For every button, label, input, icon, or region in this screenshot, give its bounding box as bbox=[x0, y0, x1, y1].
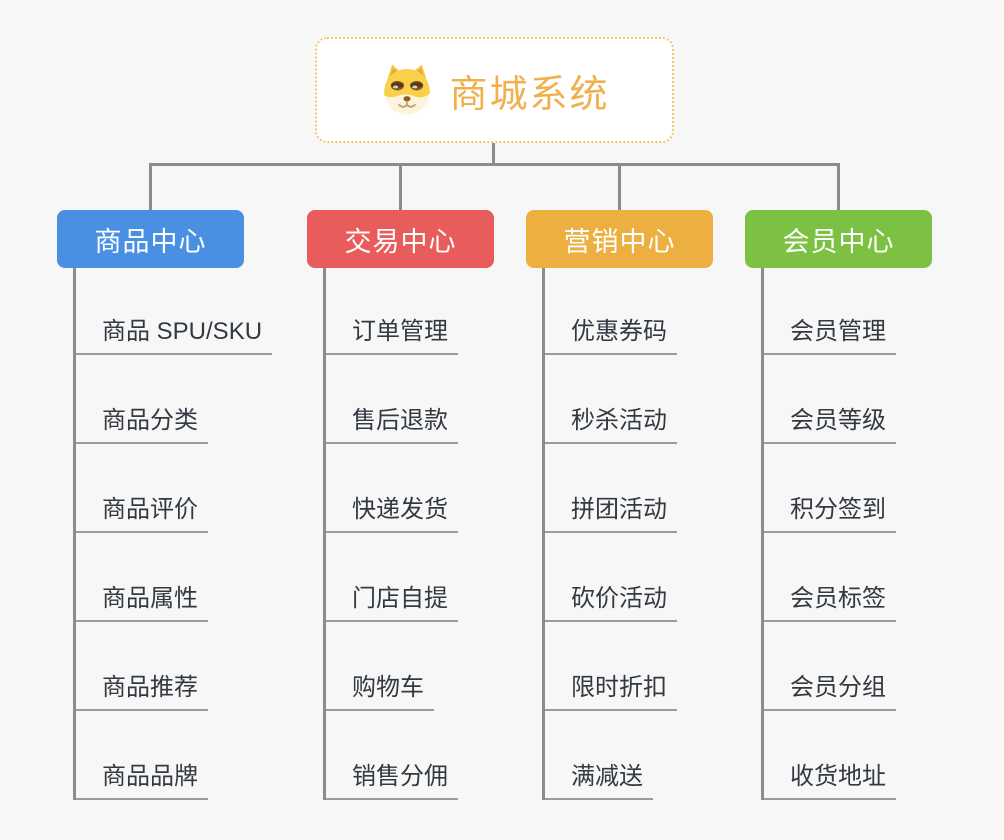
leaf-label[interactable]: 售后退款 bbox=[326, 407, 458, 444]
leaf-topic: 商品推荐 bbox=[76, 622, 272, 711]
leaf-topic: 满减送 bbox=[545, 711, 677, 800]
leaf-label[interactable]: 商品 SPU/SKU bbox=[76, 318, 273, 355]
branch-node-member-center[interactable]: 会员中心 bbox=[745, 210, 932, 268]
leaf-topic: 会员分组 bbox=[764, 622, 896, 711]
branch-node-marketing-center[interactable]: 营销中心 bbox=[526, 210, 713, 268]
connector-drop-trade bbox=[399, 166, 402, 210]
leaf-topic: 积分签到 bbox=[764, 444, 896, 533]
leaf-topic: 商品评价 bbox=[76, 444, 272, 533]
leaf-topic: 快递发货 bbox=[326, 444, 458, 533]
leaf-topic: 会员标签 bbox=[764, 533, 896, 622]
leaf-topic: 收货地址 bbox=[764, 711, 896, 800]
leaf-topic: 限时折扣 bbox=[545, 622, 677, 711]
leaf-label[interactable]: 收货地址 bbox=[764, 763, 896, 800]
connector-drop-marketing bbox=[618, 166, 621, 210]
connector-root-stub bbox=[492, 143, 495, 165]
branch-children-product: 商品 SPU/SKU 商品分类 商品评价 商品属性 商品推荐 商品品牌 bbox=[73, 268, 273, 800]
leaf-label[interactable]: 优惠券码 bbox=[545, 318, 677, 355]
leaf-label[interactable]: 会员管理 bbox=[764, 318, 896, 355]
leaf-label[interactable]: 商品属性 bbox=[76, 585, 208, 622]
leaf-label[interactable]: 砍价活动 bbox=[545, 585, 677, 622]
leaf-topic: 会员等级 bbox=[764, 355, 896, 444]
leaf-label[interactable]: 商品推荐 bbox=[76, 674, 208, 711]
branch-children-member: 会员管理 会员等级 积分签到 会员标签 会员分组 收货地址 bbox=[761, 268, 896, 800]
branch-children-marketing: 优惠券码 秒杀活动 拼团活动 砍价活动 限时折扣 满减送 bbox=[542, 268, 677, 800]
leaf-label[interactable]: 会员等级 bbox=[764, 407, 896, 444]
leaf-label[interactable]: 销售分佣 bbox=[326, 763, 458, 800]
leaf-label[interactable]: 商品分类 bbox=[76, 407, 208, 444]
root-node-mall-system[interactable]: 商城系统 bbox=[315, 37, 674, 143]
leaf-label[interactable]: 积分签到 bbox=[764, 496, 896, 533]
branch-node-trade-center[interactable]: 交易中心 bbox=[307, 210, 494, 268]
doge-dog-icon bbox=[384, 64, 431, 115]
leaf-label[interactable]: 商品评价 bbox=[76, 496, 208, 533]
root-title: 商城系统 bbox=[449, 73, 610, 116]
leaf-label[interactable]: 限时折扣 bbox=[545, 674, 677, 711]
leaf-label[interactable]: 会员标签 bbox=[764, 585, 896, 622]
connector-drop-product bbox=[149, 166, 152, 210]
leaf-topic: 拼团活动 bbox=[545, 444, 677, 533]
leaf-topic: 商品品牌 bbox=[76, 711, 272, 800]
leaf-label[interactable]: 拼团活动 bbox=[545, 496, 677, 533]
branch-node-product-center[interactable]: 商品中心 bbox=[57, 210, 244, 268]
leaf-topic: 商品分类 bbox=[76, 355, 272, 444]
leaf-topic: 售后退款 bbox=[326, 355, 458, 444]
leaf-topic: 秒杀活动 bbox=[545, 355, 677, 444]
leaf-label[interactable]: 商品品牌 bbox=[76, 763, 208, 800]
leaf-label[interactable]: 快递发货 bbox=[326, 496, 458, 533]
leaf-topic: 门店自提 bbox=[326, 533, 458, 622]
connector-drop-member bbox=[837, 166, 840, 210]
leaf-topic: 商品属性 bbox=[76, 533, 272, 622]
leaf-topic: 销售分佣 bbox=[326, 711, 458, 800]
connector-horizontal bbox=[149, 163, 840, 166]
branch-children-trade: 订单管理 售后退款 快递发货 门店自提 购物车 销售分佣 bbox=[323, 268, 458, 800]
leaf-topic: 会员管理 bbox=[764, 268, 896, 355]
leaf-topic: 订单管理 bbox=[326, 268, 458, 355]
leaf-label[interactable]: 门店自提 bbox=[326, 585, 458, 622]
leaf-topic: 砍价活动 bbox=[545, 533, 677, 622]
leaf-label[interactable]: 购物车 bbox=[326, 674, 434, 711]
leaf-topic: 购物车 bbox=[326, 622, 458, 711]
leaf-label[interactable]: 订单管理 bbox=[326, 318, 458, 355]
leaf-label[interactable]: 秒杀活动 bbox=[545, 407, 677, 444]
leaf-label[interactable]: 会员分组 bbox=[764, 674, 896, 711]
leaf-topic: 优惠券码 bbox=[545, 268, 677, 355]
leaf-label[interactable]: 满减送 bbox=[545, 763, 653, 800]
leaf-topic: 商品 SPU/SKU bbox=[76, 268, 273, 355]
